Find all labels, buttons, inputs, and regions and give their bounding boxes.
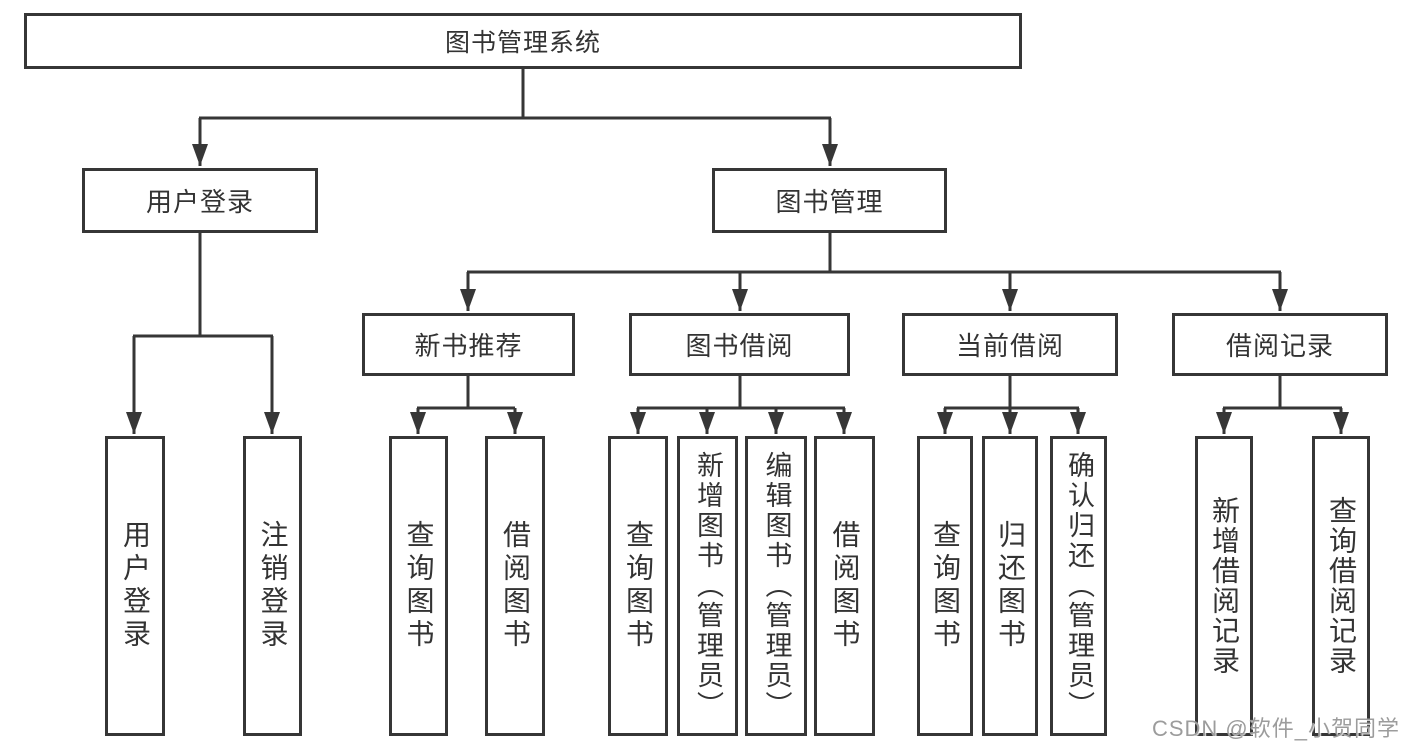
leaf-label: 用户登录	[120, 520, 151, 652]
leaf-label: 借阅图书	[500, 520, 531, 652]
leaf-query-borrow-record: 查询借阅记录	[1312, 436, 1370, 736]
leaf-label: 归还图书	[995, 520, 1026, 652]
leaf-return-books: 归还图书	[982, 436, 1038, 736]
leaf-label: 确认归还（管理员）	[1064, 451, 1094, 721]
leaf-confirm-return-admin: 确认归还（管理员）	[1050, 436, 1107, 736]
leaf-borrow-books-recommend: 借阅图书	[485, 436, 545, 736]
leaf-query-books-recommend: 查询图书	[389, 436, 448, 736]
node-borrow-records: 借阅记录	[1172, 313, 1388, 376]
leaf-label: 新增借阅记录	[1209, 496, 1240, 676]
node-root: 图书管理系统	[24, 13, 1022, 69]
node-user-login: 用户登录	[82, 168, 318, 233]
leaf-user-login: 用户登录	[105, 436, 165, 736]
leaf-label: 查询图书	[623, 520, 654, 652]
node-new-book-recommend: 新书推荐	[362, 313, 575, 376]
node-current-borrow: 当前借阅	[902, 313, 1118, 376]
leaf-label: 查询图书	[930, 520, 961, 652]
node-book-management: 图书管理	[712, 168, 947, 233]
leaf-label: 编辑图书（管理员）	[761, 451, 792, 721]
leaf-label: 新增图书（管理员）	[693, 451, 723, 721]
node-book-borrow: 图书借阅	[629, 313, 850, 376]
leaf-borrow-books: 借阅图书	[814, 436, 875, 736]
leaf-label: 借阅图书	[829, 520, 861, 652]
watermark: CSDN @软件_小贺同学	[1151, 716, 1400, 741]
leaf-label: 查询图书	[403, 520, 435, 652]
leaf-add-book-admin: 新增图书（管理员）	[677, 436, 738, 736]
leaf-label: 查询借阅记录	[1326, 496, 1357, 676]
leaf-query-books-borrow: 查询图书	[608, 436, 668, 736]
leaf-edit-book-admin: 编辑图书（管理员）	[745, 436, 807, 736]
leaf-label: 注销登录	[257, 520, 289, 652]
leaf-query-books-current: 查询图书	[917, 436, 973, 736]
leaf-add-borrow-record: 新增借阅记录	[1195, 436, 1253, 736]
leaf-logout: 注销登录	[243, 436, 302, 736]
